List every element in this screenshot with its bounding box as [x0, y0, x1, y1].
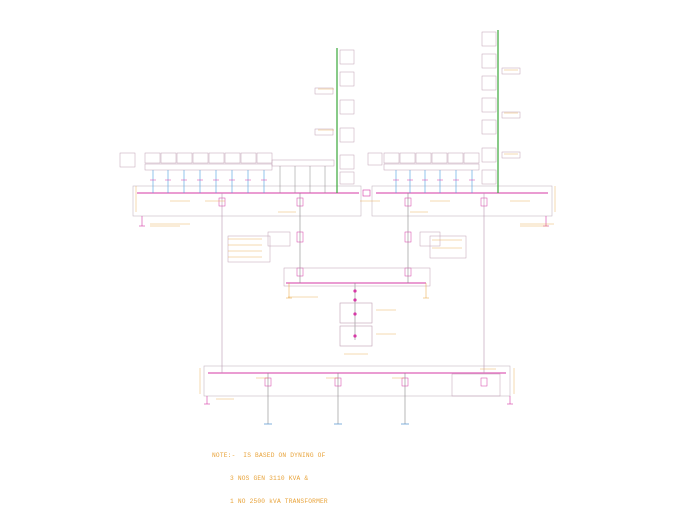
transformer-box: [339, 302, 373, 324]
ht-panel-frame: [203, 365, 511, 397]
note-line-1: NOTE:- IS BASED ON DYNING OF: [212, 452, 326, 460]
feeder-drops-left: [152, 170, 265, 193]
note-line-3: 1 NO 2500 kVA TRANSFORMER: [230, 497, 328, 505]
feeder-labels-right: [367, 152, 480, 171]
earth-symbols: [139, 216, 549, 405]
gen-symbols: [353, 289, 357, 338]
sync-earth: [286, 283, 429, 299]
bus-coupler: [362, 189, 371, 197]
ht-metering-box: [451, 373, 501, 397]
feeder-labels-left: [119, 152, 335, 171]
single-line-diagram: [119, 30, 556, 425]
feeder-drops-left-grey: [279, 166, 326, 193]
ht-breakers: [264, 377, 488, 387]
gen-transformer-boxes: [339, 302, 373, 347]
annotation-strokes: [150, 69, 554, 400]
riser-taps-left: [314, 49, 355, 185]
note-line-2: 3 NOS GEN 3110 KVA &: [230, 474, 309, 482]
riser-taps-right: [481, 31, 521, 185]
incomer-cables: [299, 193, 409, 340]
ht-feeders: [267, 373, 406, 424]
lv-panel-frame-left: [132, 185, 362, 217]
metering-blocks: [227, 231, 467, 287]
diagram-note: NOTE:- IS BASED ON DYNING OF 3 NOS GEN 3…: [212, 437, 328, 513]
vertical-text-hints: [135, 186, 556, 394]
tie-cables: [221, 193, 485, 373]
generator-box: [339, 325, 373, 347]
incomer-breakers: [218, 197, 488, 277]
feeder-drops-right: [395, 170, 473, 193]
